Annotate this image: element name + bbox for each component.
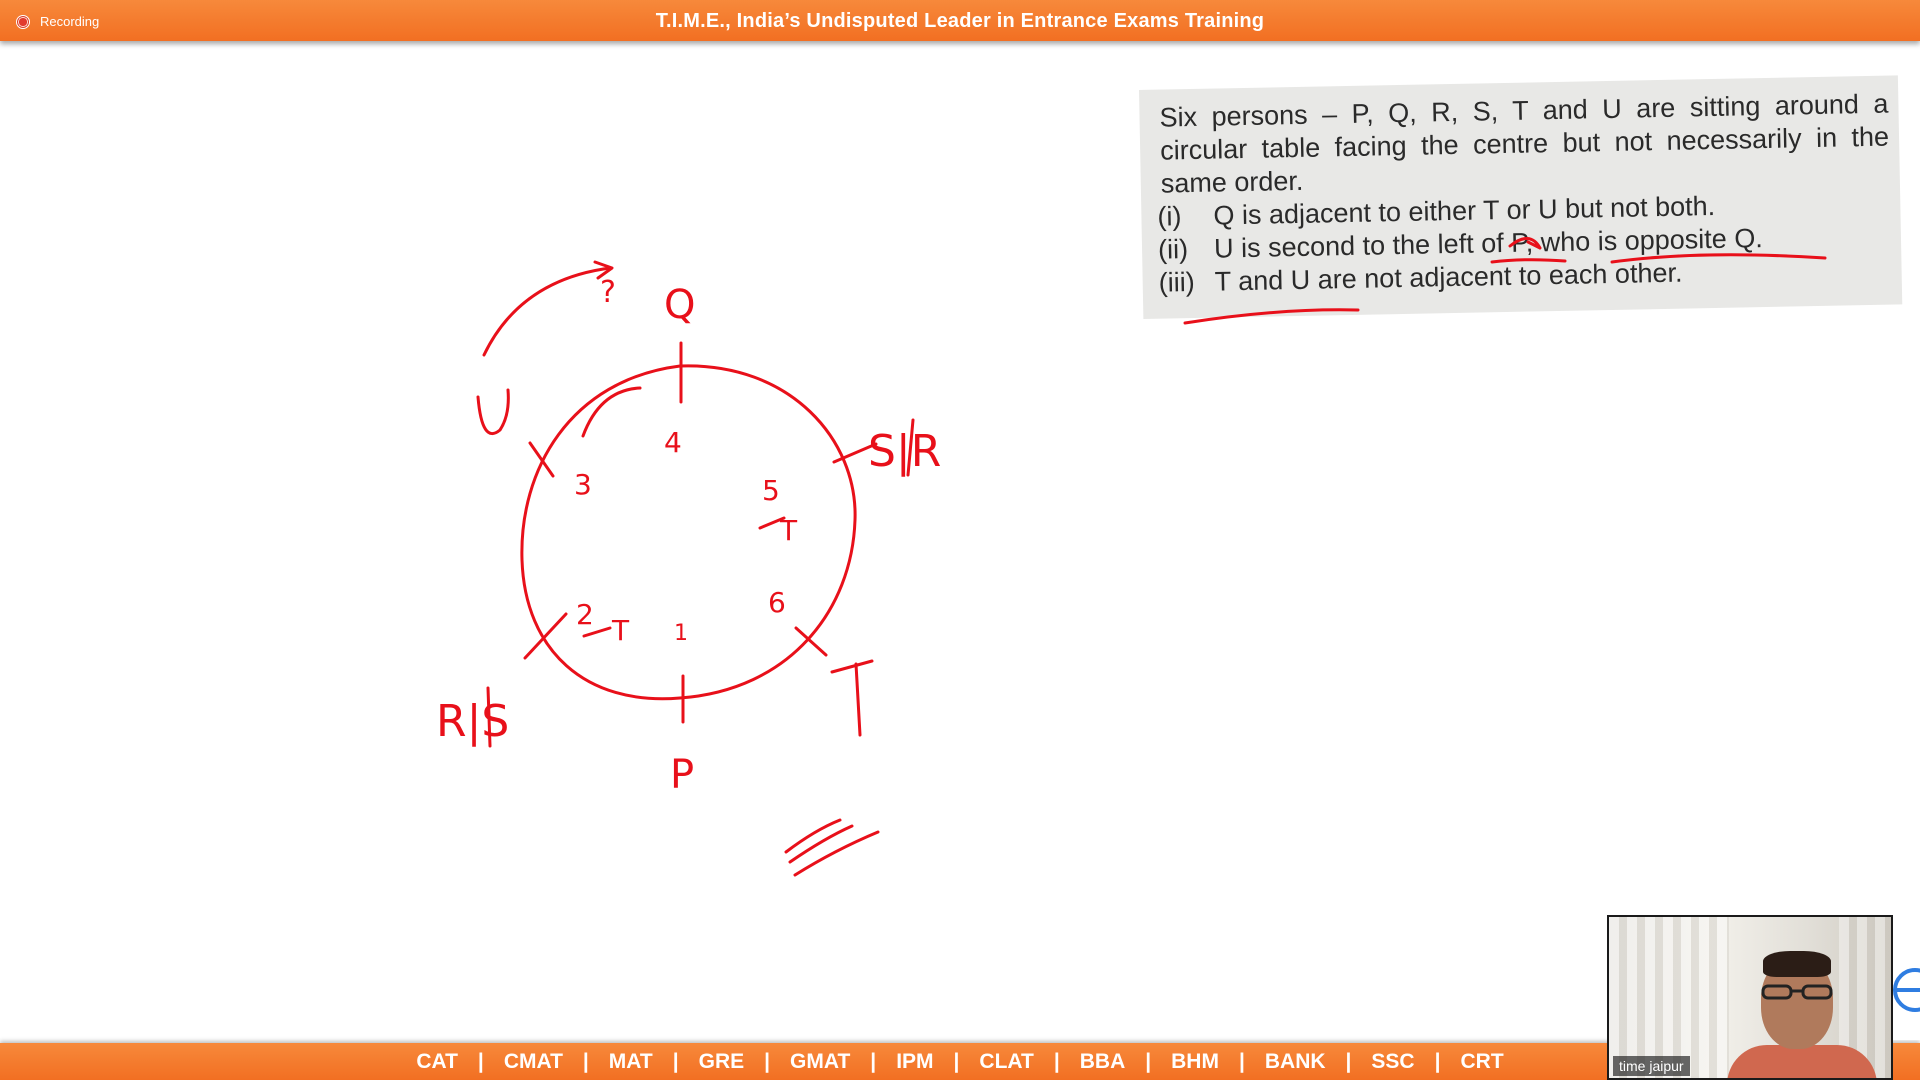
label-p: P bbox=[670, 752, 694, 798]
exam-clat: CLAT bbox=[979, 1049, 1034, 1073]
seat-mark-top-left bbox=[528, 441, 555, 478]
cross-mark bbox=[582, 626, 612, 638]
banner-title: T.I.M.E., India’s Undisputed Leader in E… bbox=[655, 10, 1265, 32]
glasses-icon bbox=[1761, 984, 1833, 1000]
question-intro: Six persons – P, Q, R, S, T and U are si… bbox=[1159, 88, 1890, 199]
exam-crt: CRT bbox=[1460, 1049, 1504, 1073]
exam-cmat: CMAT bbox=[503, 1049, 563, 1073]
exam-footer-bar: CAT | CMAT | MAT | GRE | GMAT | IPM | CL… bbox=[0, 1043, 1920, 1080]
rotation-arrow-head bbox=[593, 260, 614, 280]
separator: | bbox=[953, 1049, 960, 1073]
separator: | bbox=[582, 1049, 589, 1073]
label-q: Q bbox=[664, 282, 695, 328]
cross-mark bbox=[758, 516, 786, 530]
separator: | bbox=[672, 1049, 679, 1073]
separator: | bbox=[1434, 1049, 1441, 1073]
crossed-note: T bbox=[779, 514, 798, 547]
label-u-stroke bbox=[476, 388, 510, 436]
label-t-stroke bbox=[830, 659, 874, 737]
separator: | bbox=[870, 1049, 877, 1073]
circle-icon bbox=[1893, 968, 1920, 1012]
separator: | bbox=[1145, 1049, 1152, 1073]
participant-body bbox=[1727, 1045, 1877, 1078]
participant-video-tile[interactable]: time jaipur bbox=[1607, 915, 1893, 1080]
exam-bhm: BHM bbox=[1171, 1049, 1219, 1073]
exam-ssc: SSC bbox=[1371, 1049, 1415, 1073]
seat-number: 6 bbox=[768, 586, 786, 619]
crossed-note: T bbox=[611, 614, 630, 647]
seat-number: 3 bbox=[574, 468, 592, 501]
exam-ipm: IPM bbox=[896, 1049, 934, 1073]
separator: | bbox=[1345, 1049, 1352, 1073]
seat-number: 2 bbox=[576, 598, 594, 631]
seat-mark-bottom-left bbox=[523, 612, 568, 660]
separator: | bbox=[1053, 1049, 1060, 1073]
condition-number: (ii) bbox=[1157, 234, 1189, 265]
partial-zoom-control[interactable] bbox=[1893, 940, 1920, 1040]
exam-cat: CAT bbox=[416, 1049, 458, 1073]
seat-number: 1 bbox=[674, 621, 688, 646]
label-s-r: S|R bbox=[868, 426, 941, 477]
seat-mark-top-right bbox=[832, 442, 878, 464]
exam-mat: MAT bbox=[608, 1049, 653, 1073]
condition-number: (iii) bbox=[1158, 266, 1195, 298]
round-table-circle bbox=[520, 364, 857, 701]
scribble-mark bbox=[784, 818, 880, 877]
recording-label: Recording bbox=[40, 14, 100, 29]
participant-hair bbox=[1763, 951, 1831, 977]
arc-near-u bbox=[581, 386, 642, 438]
label-r-s-divider bbox=[486, 686, 492, 748]
background-curtain bbox=[1609, 917, 1729, 1078]
separator: | bbox=[477, 1049, 484, 1073]
condition-number: (i) bbox=[1157, 201, 1182, 232]
exam-bba: BBA bbox=[1079, 1049, 1126, 1073]
separator: | bbox=[764, 1049, 771, 1073]
rotation-arrow bbox=[482, 266, 612, 357]
exam-gre: GRE bbox=[698, 1049, 745, 1073]
separator: | bbox=[1238, 1049, 1245, 1073]
label-s-r-divider bbox=[906, 418, 915, 477]
seat-number: 5 bbox=[762, 474, 780, 507]
recording-icon bbox=[16, 14, 30, 29]
recording-indicator[interactable]: Recording bbox=[16, 14, 99, 29]
exam-gmat: GMAT bbox=[790, 1049, 851, 1073]
exam-bank: BANK bbox=[1264, 1049, 1326, 1073]
seat-number: 4 bbox=[664, 426, 682, 459]
label-r-s: R|S bbox=[436, 696, 509, 747]
seat-mark-bottom-right bbox=[794, 626, 828, 657]
question-mark: ? bbox=[600, 275, 616, 310]
participant-name: time jaipur bbox=[1613, 1056, 1690, 1076]
top-banner: Recording T.I.M.E., India’s Undisputed L… bbox=[0, 0, 1920, 41]
question-panel: Six persons – P, Q, R, S, T and U are si… bbox=[1139, 75, 1903, 319]
